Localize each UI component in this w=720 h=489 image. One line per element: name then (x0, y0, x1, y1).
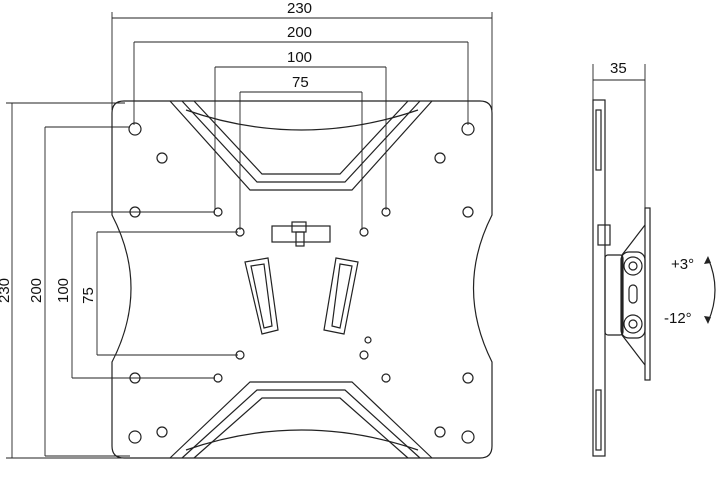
dim-height-100: 100 (55, 277, 73, 304)
dim-depth-35: 35 (610, 60, 627, 77)
bottom-rib (169, 381, 433, 459)
dim-height-75: 75 (79, 287, 97, 304)
horizontal-dimension-lines (111, 12, 493, 230)
dim-height-200: 200 (28, 277, 46, 304)
tilt-down-label: -12° (664, 310, 692, 327)
tilt-up-label: +3° (671, 256, 695, 273)
dim-height-230: 230 (0, 277, 14, 304)
side-view (592, 64, 716, 457)
dim-width-100: 100 (287, 49, 313, 66)
dim-width-200: 200 (287, 24, 313, 41)
slots (244, 257, 359, 335)
vertical-dimension-lines (6, 102, 238, 459)
wall-plate-outline (111, 100, 493, 459)
center-lock (271, 221, 331, 247)
dim-width-75: 75 (292, 74, 309, 91)
dim-width-230: 230 (287, 0, 313, 17)
mounting-holes (128, 122, 475, 444)
top-rib (169, 100, 433, 191)
